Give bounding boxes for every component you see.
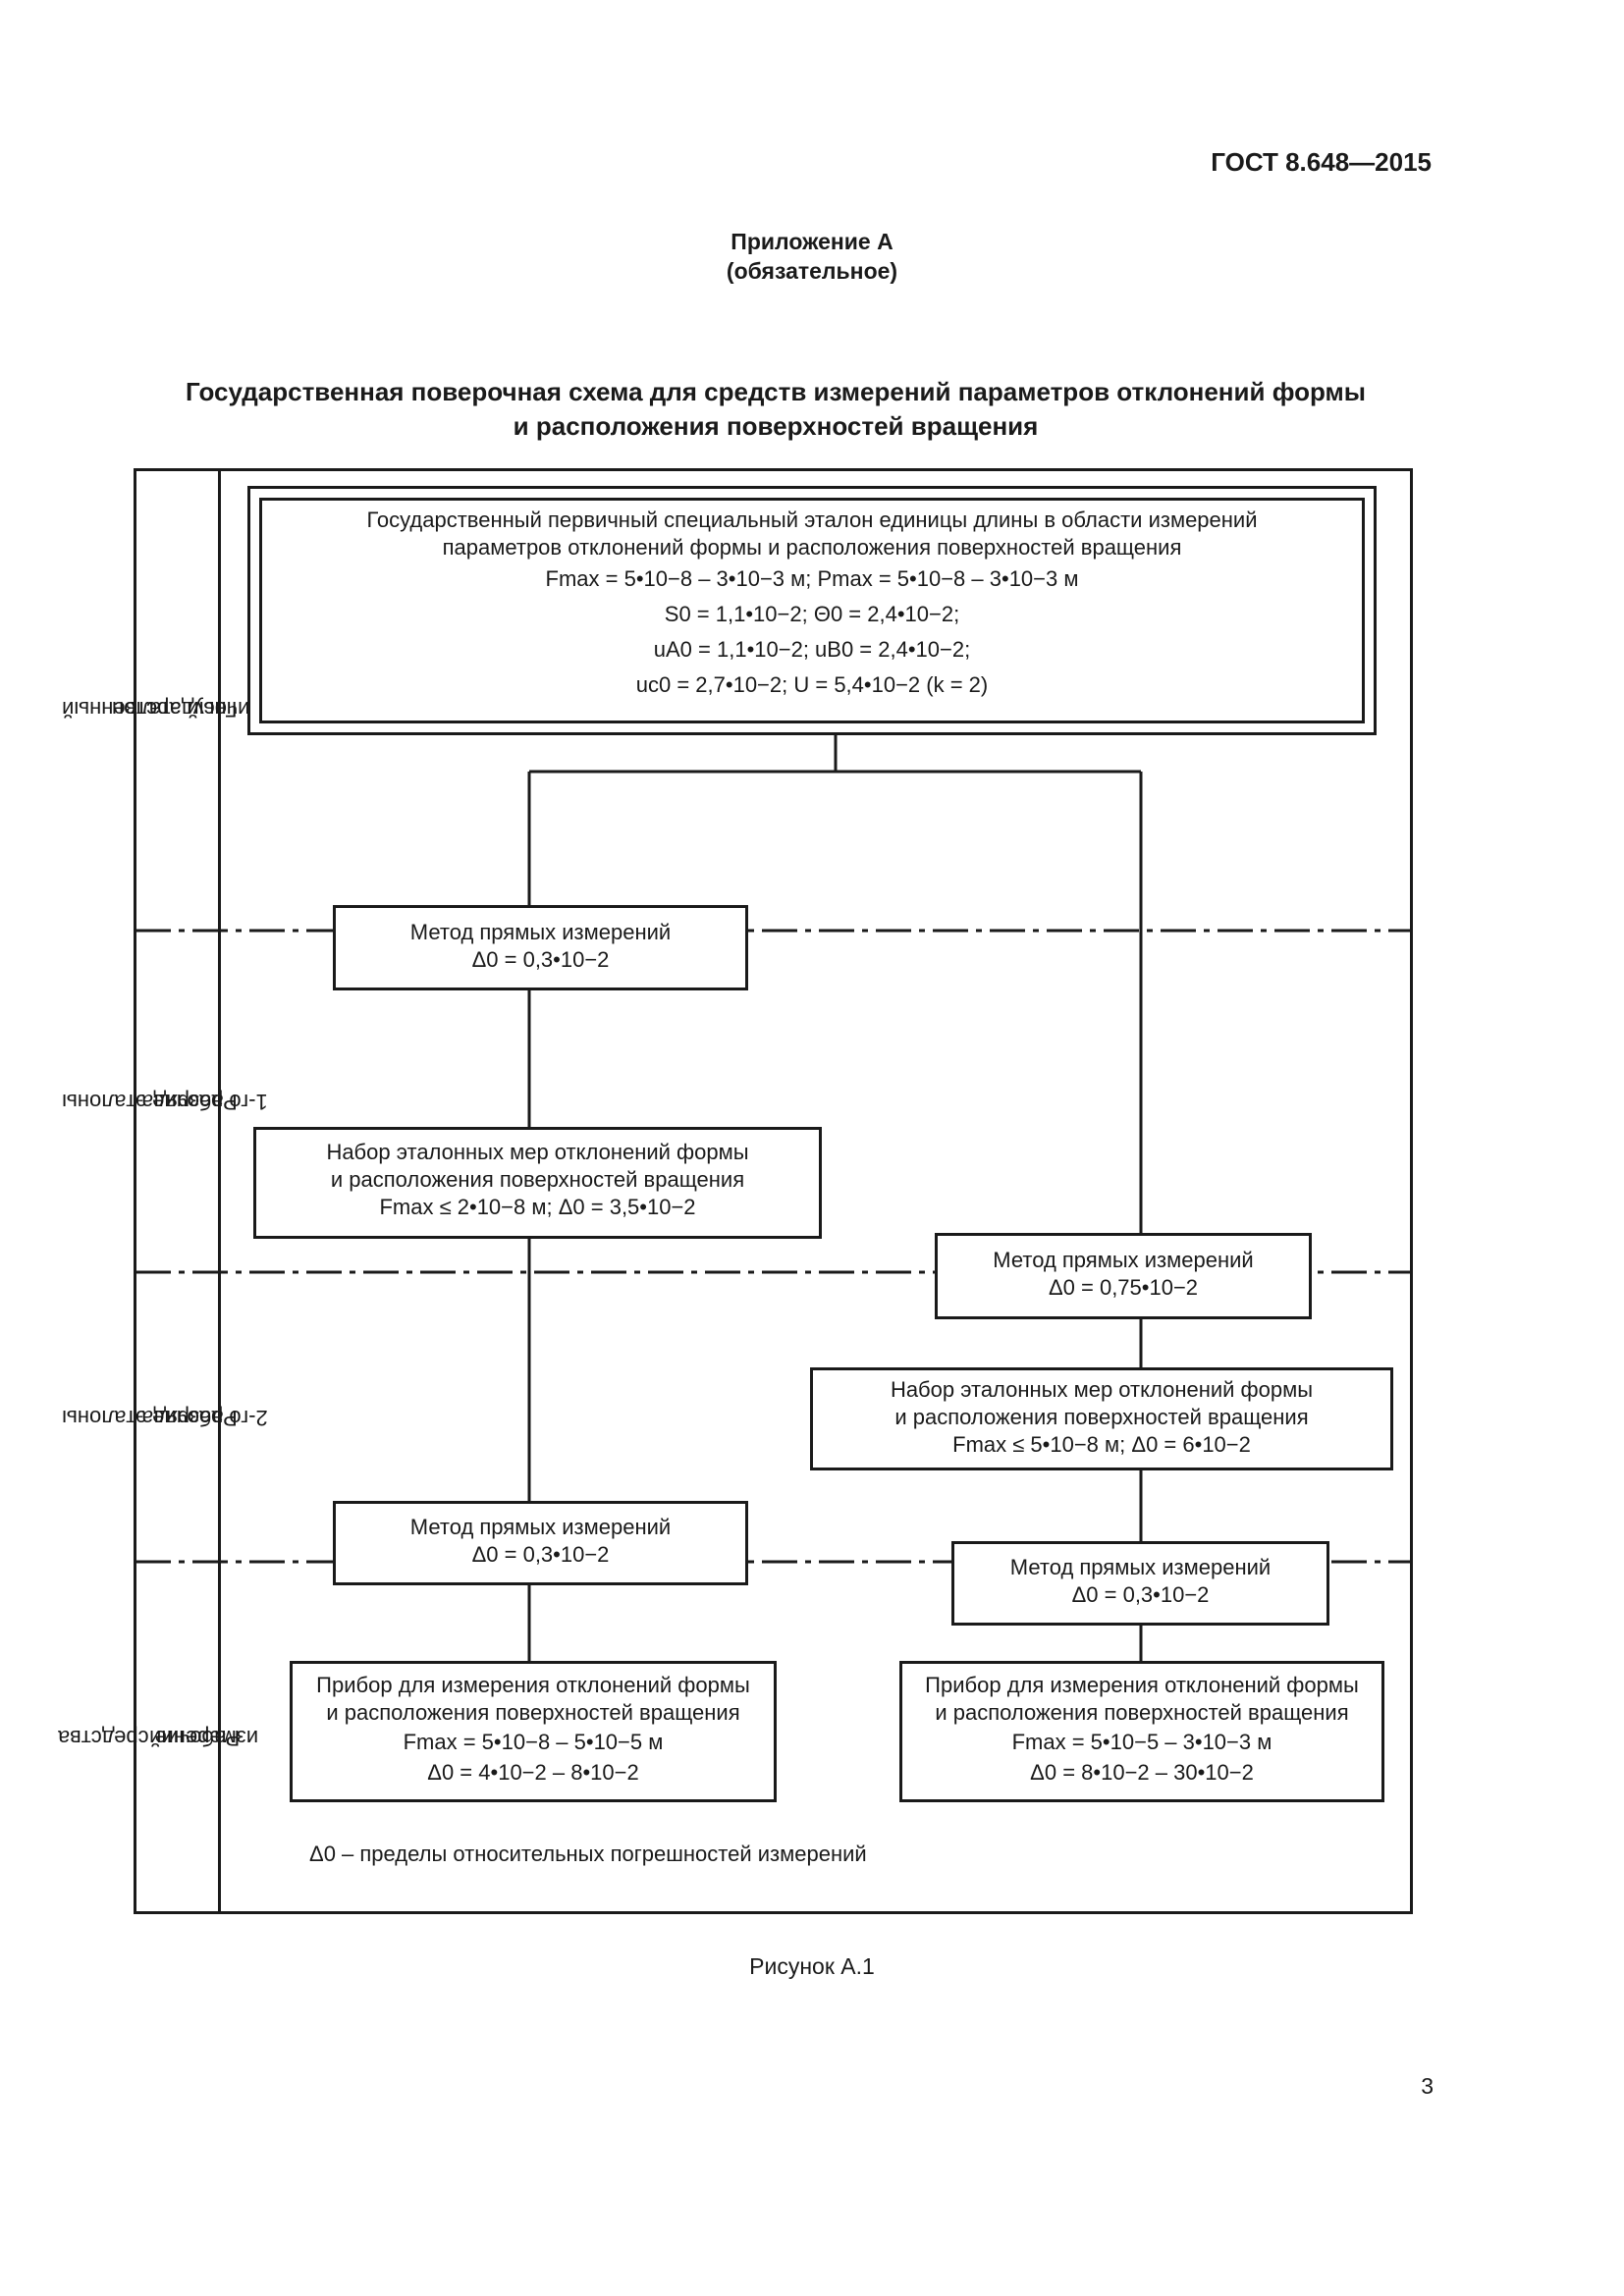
primary-standard-line1: Государственный первичный специальный эт…: [366, 507, 1258, 532]
figure-title: Государственная поверочная схема для сре…: [118, 375, 1434, 444]
primary-standard-line2: параметров отклонений формы и расположен…: [442, 535, 1182, 560]
document-code: ГОСТ 8.648—2015: [1211, 147, 1432, 177]
standard-set-box-rank2: Набор эталонных мер отклонений формы и р…: [810, 1367, 1393, 1470]
figure-title-line2: и расположения поверхностей вращения: [513, 411, 1039, 441]
method-box-left-rank1: Метод прямых измерений Δ0 = 0,3•10−2: [333, 905, 748, 990]
primary-standard-params2: S0 = 1,1•10−2; Θ0 = 2,4•10−2;: [664, 602, 960, 626]
primary-standard-params4: uc0 = 2,7•10−2; U = 5,4•10−2 (k = 2): [635, 672, 989, 697]
primary-standard-params3: uA0 = 1,1•10−2; uB0 = 2,4•10−2;: [653, 637, 971, 662]
figure-title-line1: Государственная поверочная схема для сре…: [186, 377, 1366, 406]
primary-standard-params1: Fmax = 5•10−8 – 3•10−3 м; Pmax = 5•10−8 …: [545, 566, 1079, 591]
device-box-left: Прибор для измерения отклонений формы и …: [290, 1661, 777, 1802]
appendix-title: Приложение А: [731, 229, 893, 254]
page-number: 3: [1421, 2073, 1434, 2099]
device-box-right: Прибор для измерения отклонений формы и …: [899, 1661, 1384, 1802]
figure-caption: Рисунок А.1: [749, 1953, 875, 1979]
figure-note: Δ0 – пределы относительных погрешностей …: [309, 1842, 867, 1866]
primary-standard-box: Государственный первичный специальный эт…: [247, 486, 1377, 735]
appendix-status: (обязательное): [726, 258, 898, 284]
method-box-right-rank2: Метод прямых измерений Δ0 = 0,3•10−2: [951, 1541, 1329, 1626]
standard-set-box-rank1: Набор эталонных мер отклонений формы и р…: [253, 1127, 822, 1239]
method-box-left-rank2: Метод прямых измерений Δ0 = 0,3•10−2: [333, 1501, 748, 1585]
label-column-separator: [218, 468, 221, 1914]
method-box-right-rank1: Метод прямых измерений Δ0 = 0,75•10−2: [935, 1233, 1312, 1319]
scheme-frame: [134, 468, 1413, 1914]
